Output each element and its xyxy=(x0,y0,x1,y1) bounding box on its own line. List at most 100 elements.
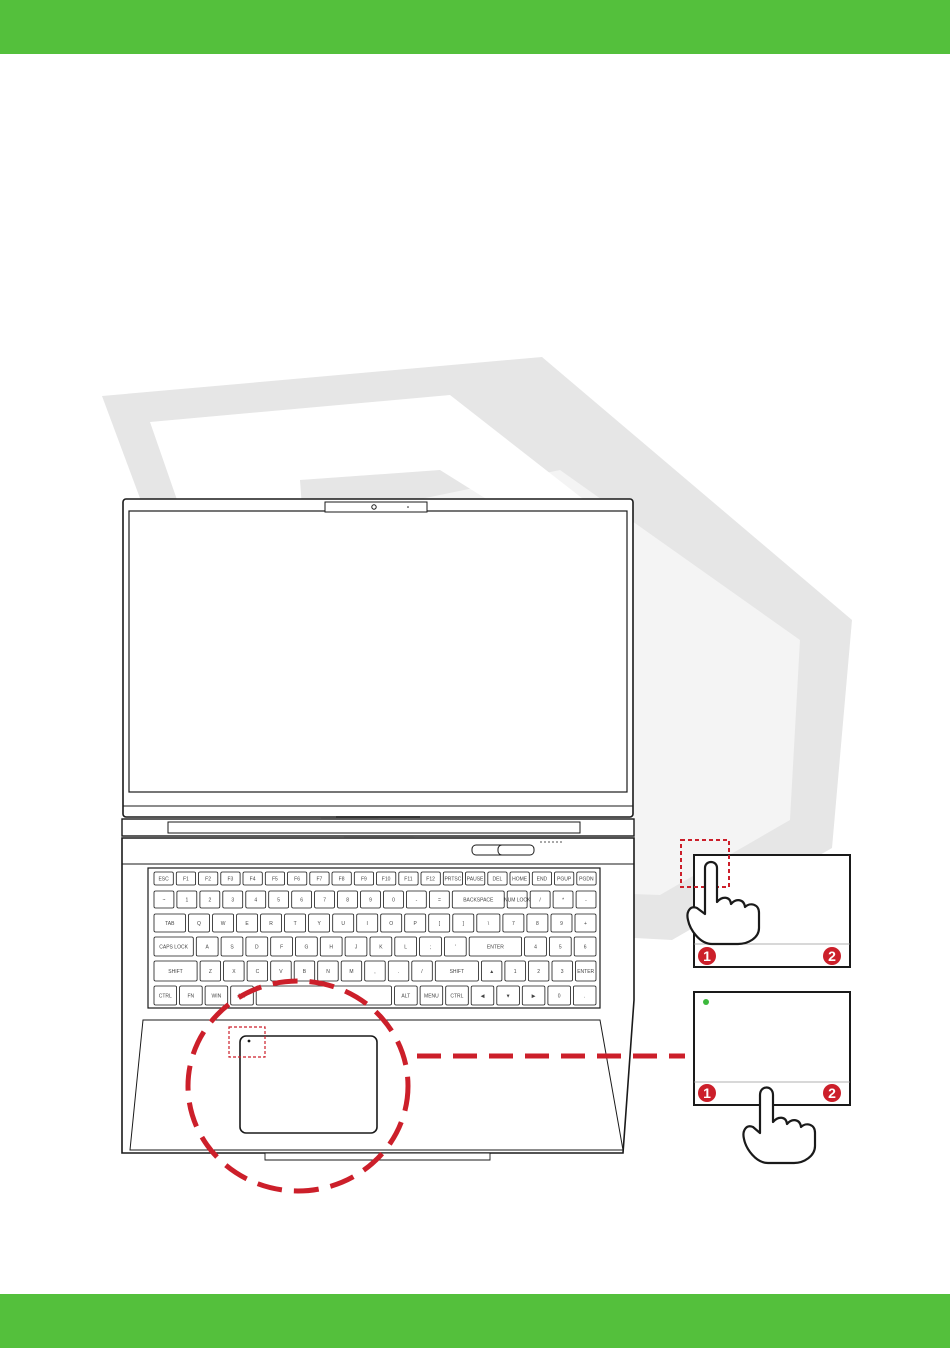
keyboard-key[interactable] xyxy=(521,985,546,1006)
keyboard-key[interactable] xyxy=(574,913,597,933)
keyboard-key[interactable] xyxy=(476,913,501,933)
keyboard-key[interactable] xyxy=(465,871,486,886)
keyboard-key[interactable] xyxy=(291,890,313,909)
keyboard-key[interactable] xyxy=(319,936,343,957)
keyboard-key[interactable] xyxy=(153,985,178,1006)
keyboard-key[interactable] xyxy=(531,871,552,886)
keyboard-key[interactable] xyxy=(496,985,520,1006)
keyboard-key[interactable] xyxy=(331,871,352,886)
keyboard-key[interactable] xyxy=(428,890,450,909)
keyboard-key[interactable] xyxy=(470,985,495,1006)
keyboard-key[interactable] xyxy=(268,890,290,909)
keyboard-key[interactable] xyxy=(153,936,194,957)
keyboard-key[interactable] xyxy=(526,913,549,933)
keyboard-key[interactable] xyxy=(204,985,229,1006)
keyboard-key[interactable] xyxy=(287,871,308,886)
keyboard-key[interactable] xyxy=(242,871,263,886)
keyboard-key[interactable] xyxy=(419,936,442,957)
keyboard-key[interactable] xyxy=(245,936,269,957)
keyboard-key[interactable] xyxy=(220,936,244,957)
keyboard-key[interactable] xyxy=(573,936,597,957)
keyboard-key[interactable] xyxy=(573,985,597,1006)
keyboard-key[interactable] xyxy=(575,890,597,909)
keyboard-key[interactable] xyxy=(394,985,418,1006)
keyboard-key[interactable] xyxy=(554,871,575,886)
keyboard-key[interactable] xyxy=(529,890,551,909)
keyboard-key[interactable] xyxy=(340,960,363,982)
keyboard-key[interactable] xyxy=(549,936,572,957)
keyboard-key[interactable] xyxy=(404,913,427,933)
keyboard-key[interactable] xyxy=(420,871,441,886)
keyboard-key[interactable] xyxy=(451,890,505,909)
keyboard-key[interactable] xyxy=(314,890,335,909)
keyboard-key[interactable] xyxy=(337,890,358,909)
keyboard-key[interactable] xyxy=(153,871,174,886)
keyboard-key[interactable] xyxy=(360,890,381,909)
keyboard-key[interactable] xyxy=(551,960,573,982)
keyboard-key[interactable] xyxy=(198,871,219,886)
touchpad[interactable] xyxy=(239,1035,378,1134)
keyboard-key[interactable] xyxy=(270,936,293,957)
keyboard-key[interactable] xyxy=(509,871,530,886)
keyboard-key[interactable] xyxy=(387,960,410,982)
keyboard-key[interactable] xyxy=(369,936,393,957)
keyboard-key[interactable] xyxy=(176,890,198,909)
keyboard-key[interactable] xyxy=(445,985,469,1006)
keyboard-key[interactable] xyxy=(405,890,427,909)
keyboard-key[interactable] xyxy=(220,871,241,886)
keyboard-key[interactable] xyxy=(524,936,547,957)
keyboard-key[interactable] xyxy=(353,871,374,886)
keyboard-key[interactable] xyxy=(411,960,433,982)
keyboard-key[interactable] xyxy=(487,871,508,886)
keyboard-key[interactable] xyxy=(255,985,392,1006)
keyboard-key[interactable] xyxy=(153,890,175,909)
keyboard-key[interactable] xyxy=(175,871,197,886)
keyboard-key[interactable] xyxy=(236,913,259,933)
keyboard-key[interactable] xyxy=(506,890,528,909)
keyboard-key[interactable] xyxy=(547,985,571,1006)
keyboard-key[interactable] xyxy=(428,913,451,933)
keyboard-key[interactable] xyxy=(398,871,419,886)
keyboard-key[interactable] xyxy=(452,913,475,933)
keyboard-key[interactable] xyxy=(153,960,198,982)
keyboard-key[interactable] xyxy=(502,913,525,933)
keyboard-key[interactable] xyxy=(394,936,417,957)
keyboard-key[interactable] xyxy=(188,913,210,933)
keyboard-key[interactable] xyxy=(199,960,222,982)
keyboard-key[interactable] xyxy=(443,936,467,957)
keyboard-key[interactable] xyxy=(295,936,318,957)
keyboard-key[interactable] xyxy=(317,960,339,982)
keyboard-key[interactable] xyxy=(364,960,386,982)
keyboard-key[interactable] xyxy=(332,913,355,933)
keyboard-key[interactable] xyxy=(199,890,221,909)
keyboard-key[interactable] xyxy=(195,936,219,957)
keyboard-key[interactable] xyxy=(380,913,403,933)
keyboard-key[interactable] xyxy=(223,960,245,982)
keyboard-key[interactable] xyxy=(260,913,283,933)
keyboard-key[interactable] xyxy=(434,960,479,982)
keyboard-key[interactable] xyxy=(575,960,597,982)
keyboard-key[interactable] xyxy=(442,871,463,886)
keyboard-key[interactable] xyxy=(308,913,331,933)
keyboard-key[interactable] xyxy=(344,936,368,957)
keyboard-key[interactable] xyxy=(419,985,444,1006)
keyboard-key[interactable] xyxy=(504,960,526,982)
power-button[interactable] xyxy=(497,844,535,856)
keyboard-key[interactable] xyxy=(293,960,316,982)
keyboard-key[interactable] xyxy=(179,985,203,1006)
keyboard-key[interactable] xyxy=(468,936,523,957)
keyboard-key[interactable] xyxy=(376,871,397,886)
keyboard-key[interactable] xyxy=(153,913,186,933)
keyboard-key[interactable] xyxy=(550,913,573,933)
keyboard-key[interactable] xyxy=(222,890,244,909)
keyboard-key[interactable] xyxy=(284,913,307,933)
keyboard-key[interactable] xyxy=(309,871,330,886)
keyboard-key[interactable] xyxy=(576,871,597,886)
keyboard-key[interactable] xyxy=(356,913,379,933)
keyboard-key[interactable] xyxy=(264,871,285,886)
keyboard-key[interactable] xyxy=(480,960,503,982)
keyboard-key[interactable] xyxy=(212,913,235,933)
keyboard-key[interactable] xyxy=(552,890,574,909)
keyboard-key[interactable] xyxy=(528,960,550,982)
keyboard-key[interactable] xyxy=(246,960,269,982)
